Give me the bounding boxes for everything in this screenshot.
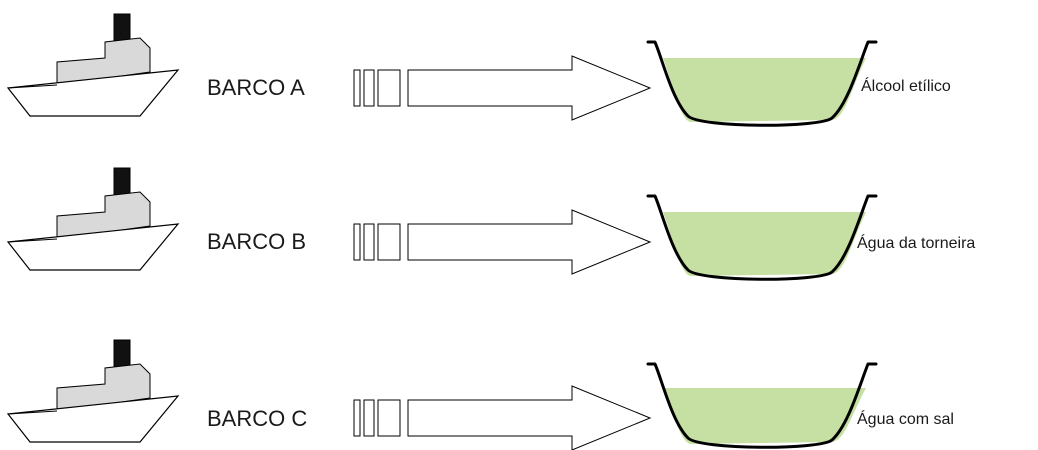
boat-hull <box>6 69 180 117</box>
arrow-dash-3 <box>377 399 401 437</box>
arrow-dash-1 <box>353 223 361 261</box>
arrow-right-icon <box>353 385 652 450</box>
boat-hull <box>6 395 180 443</box>
container-outline <box>646 194 878 281</box>
boat-cabin <box>56 37 151 86</box>
boat-icon <box>6 339 180 443</box>
boat-deck-line <box>7 238 58 243</box>
boat-label: BARCO C <box>207 406 307 431</box>
arrow-body <box>407 209 652 275</box>
boat-cabin <box>56 191 151 240</box>
container-liquid <box>663 58 866 122</box>
container-liquid <box>663 212 866 276</box>
container-icon <box>646 194 878 281</box>
arrow-right-icon <box>353 55 652 121</box>
boat-chimney <box>113 167 131 197</box>
boat-chimney <box>113 13 131 43</box>
row-boat-a: BARCO A Álcool etílico <box>6 13 951 127</box>
container-outline <box>646 362 878 449</box>
arrow-dash-1 <box>353 399 361 437</box>
arrow-body <box>407 385 652 450</box>
arrow-dash-1 <box>353 69 361 107</box>
container-liquid <box>663 388 866 444</box>
liquid-label: Água com sal <box>857 409 954 428</box>
arrow-dash-3 <box>377 69 401 107</box>
arrow-dash-2 <box>363 223 375 261</box>
row-boat-c: BARCO C Água com sal <box>6 339 954 450</box>
arrow-right-icon <box>353 209 652 275</box>
boat-hull <box>6 223 180 271</box>
liquid-label: Álcool etílico <box>861 76 951 95</box>
boat-deck-line <box>7 410 58 415</box>
boat-cabin <box>56 363 151 412</box>
arrow-dash-2 <box>363 69 375 107</box>
boat-icon <box>6 167 180 271</box>
row-boat-b: BARCO B Água da torneira <box>6 167 975 281</box>
boat-deck-line <box>7 84 58 89</box>
arrow-dash-2 <box>363 399 375 437</box>
boat-label: BARCO B <box>207 229 306 254</box>
boat-label: BARCO A <box>207 75 305 100</box>
liquid-label: Água da torneira <box>857 233 975 252</box>
container-icon <box>646 362 878 449</box>
arrow-dash-3 <box>377 223 401 261</box>
boat-chimney <box>113 339 131 369</box>
container-icon <box>646 40 878 127</box>
container-outline <box>646 40 878 127</box>
boat-icon <box>6 13 180 117</box>
arrow-body <box>407 55 652 121</box>
